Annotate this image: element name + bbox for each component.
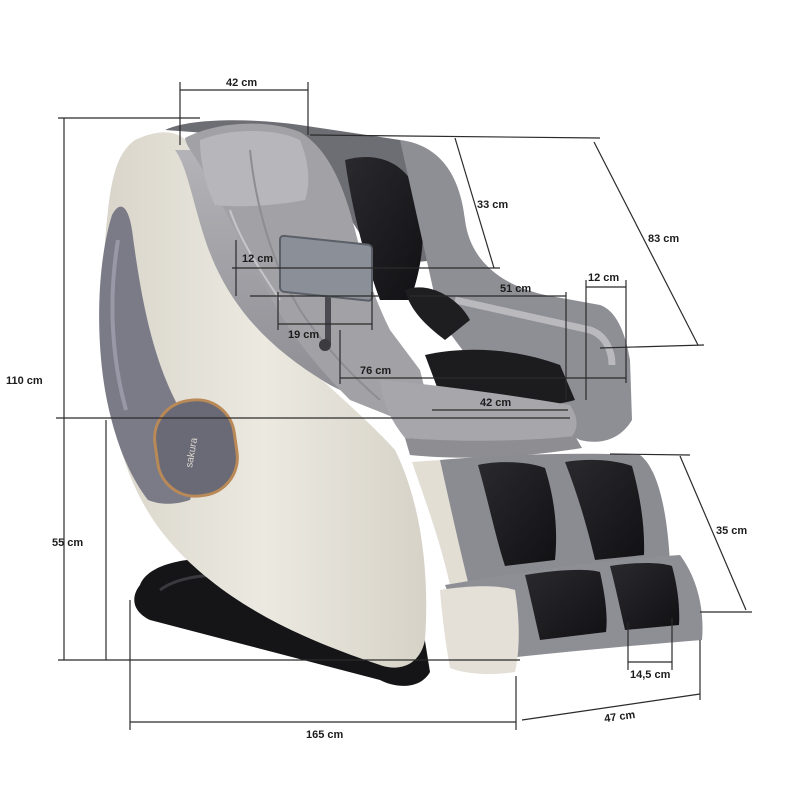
armrest-right bbox=[400, 140, 632, 442]
dim-line-base-width bbox=[521, 693, 701, 721]
label-seat-height: 55 cm bbox=[52, 537, 83, 549]
shoulder-pad-right bbox=[345, 156, 423, 300]
dim-line-leg-rest bbox=[679, 455, 747, 611]
side-shell-left bbox=[102, 132, 427, 668]
label-inner-width: 76 cm bbox=[360, 365, 391, 377]
calf-well-right bbox=[565, 459, 645, 560]
label-armrest-width: 12 cm bbox=[588, 272, 619, 284]
label-headrest-width: 42 cm bbox=[226, 77, 257, 89]
label-foot-width: 14,5 cm bbox=[630, 669, 671, 681]
label-total-height: 110 cm bbox=[6, 375, 43, 387]
arm-well-dark-inner bbox=[405, 287, 470, 340]
foot-well-left bbox=[525, 569, 607, 640]
dim-ext-leg-top bbox=[609, 453, 691, 456]
dimension-labels: 42 cm 33 cm 83 cm 12 cm 19 cm 51 cm 12 c… bbox=[6, 77, 747, 741]
seat-front-edge bbox=[405, 436, 582, 458]
chair-illustration: sakura bbox=[99, 120, 703, 686]
foot-well-right bbox=[610, 563, 680, 630]
label-total-length: 165 cm bbox=[306, 729, 344, 741]
label-leg-rest: 35 cm bbox=[716, 525, 747, 537]
label-inner-shoulder: 12 cm bbox=[242, 253, 273, 265]
dim-line-backrest-depth bbox=[454, 137, 495, 269]
calf-well-left bbox=[478, 462, 557, 566]
side-grey-panel-sheen bbox=[110, 239, 128, 411]
footrest-cream-front bbox=[440, 586, 519, 675]
dim-ext-backrest-top bbox=[309, 134, 601, 139]
label-backrest-length: 83 cm bbox=[648, 233, 679, 245]
label-base-width: 47 cm bbox=[603, 709, 636, 725]
dimension-lines bbox=[56, 82, 752, 730]
armrest-top bbox=[454, 296, 616, 366]
tablet-arm-base bbox=[319, 339, 331, 351]
seat-cushion bbox=[380, 380, 577, 442]
label-tablet-width: 19 cm bbox=[288, 329, 319, 341]
backrest-seam bbox=[249, 149, 381, 401]
brand-logo-text: sakura bbox=[184, 437, 200, 469]
label-seat-depth: 42 cm bbox=[480, 397, 511, 409]
dim-ext-backrest-bottom bbox=[599, 344, 705, 349]
label-backrest-depth: 33 cm bbox=[477, 199, 508, 211]
headrest-pillow bbox=[200, 131, 309, 207]
backrest-seam-2 bbox=[229, 209, 281, 301]
label-seat-width: 51 cm bbox=[500, 283, 531, 295]
dim-line-backrest-length bbox=[593, 141, 699, 346]
logo-plate bbox=[153, 398, 239, 498]
